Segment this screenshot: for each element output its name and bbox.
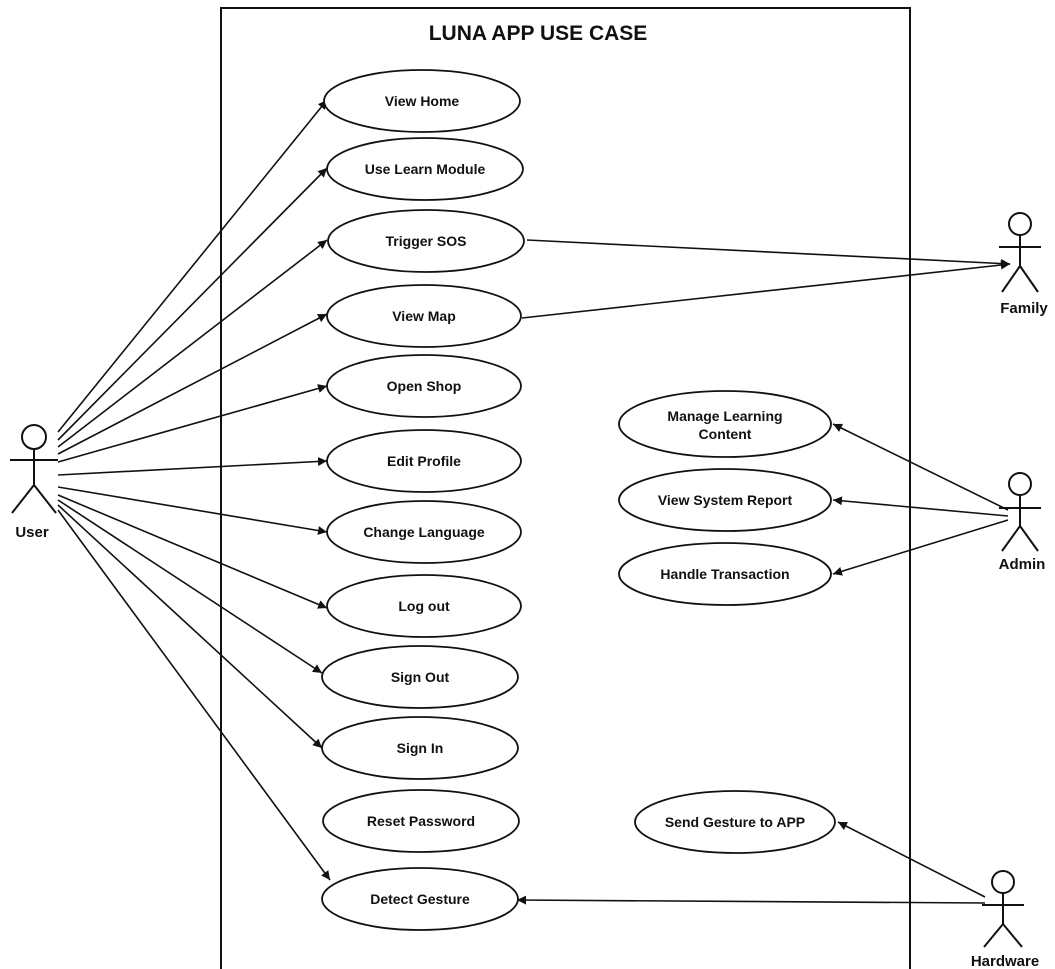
link-user-trigger-sos [57,239,328,448]
use-case-label: Change Language [363,524,485,540]
system-boundary [220,7,911,969]
use-case-trigger-sos[interactable]: Trigger SOS [327,209,525,273]
use-case-label-line2: Content [699,426,752,442]
link-user-edit-profile [57,456,328,476]
use-case-label: View Home [385,93,460,109]
use-case-send-gesture-to-app[interactable]: Send Gesture to APP [634,790,836,854]
use-case-use-learn-module[interactable]: Use Learn Module [326,137,524,201]
user-associations [57,99,331,881]
use-case-label: Log out [398,598,450,614]
link-map-family [521,260,1011,319]
link-user-view-home [57,99,328,433]
use-case-log-out[interactable]: Log out [326,574,522,638]
use-case-open-shop[interactable]: Open Shop [326,354,522,418]
link-user-view-map [57,313,328,455]
use-case-label: Detect Gesture [370,891,470,907]
link-user-open-shop [57,384,328,463]
actor-label: User [15,524,49,541]
use-case-label: View System Report [658,492,793,508]
link-user-change-language [57,486,328,535]
use-case-label: Sign In [397,740,444,756]
link-admin-handle-transaction [832,519,1009,576]
actor-label: Family [1000,300,1048,317]
link-hardware-detect-gesture [516,895,986,905]
actor-family[interactable]: Family [999,212,1048,317]
use-case-label: Use Learn Module [365,161,486,177]
use-case-reset-password[interactable]: Reset Password [322,789,520,853]
actor-label: Hardware [971,953,1039,969]
actor-hardware[interactable]: Hardware [971,870,1039,969]
link-admin-manage-learning [832,423,1009,511]
use-case-label: Handle Transaction [660,566,789,582]
link-user-sign-in [57,504,323,749]
use-case-label: Edit Profile [387,453,461,469]
admin-associations [832,423,1009,576]
link-hardware-send-gesture [837,821,986,898]
use-case-sign-out[interactable]: Sign Out [321,645,519,709]
use-case-label-line1: Manage Learning [667,408,782,424]
actor-admin[interactable]: Admin [999,472,1046,573]
use-case-view-map[interactable]: View Map [326,284,522,348]
use-case-detect-gesture[interactable]: Detect Gesture [321,867,519,931]
use-case-manage-learning-content[interactable]: Manage Learning Content [618,390,832,458]
link-user-use-learn-module [57,167,328,441]
link-user-sign-out [57,499,323,674]
family-associations [521,239,1011,319]
actor-user[interactable]: User [10,424,58,541]
diagram-title: LUNA APP USE CASE [429,22,648,45]
use-case-view-home[interactable]: View Home [323,69,521,133]
actor-label: Admin [999,556,1046,573]
link-sos-family [526,239,1011,269]
link-admin-view-report [832,496,1009,517]
use-case-label: Sign Out [391,669,450,685]
hardware-associations [516,821,986,905]
link-user-log-out [57,494,328,609]
use-case-label: Reset Password [367,813,475,829]
use-case-view-system-report[interactable]: View System Report [618,468,832,532]
use-case-change-language[interactable]: Change Language [326,500,522,564]
use-case-label: Send Gesture to APP [665,814,805,830]
link-user-detect-gesture [57,509,331,881]
use-case-edit-profile[interactable]: Edit Profile [326,429,522,493]
use-case-label: Open Shop [387,378,462,394]
use-case-label: Trigger SOS [386,233,467,249]
use-case-handle-transaction[interactable]: Handle Transaction [618,542,832,606]
use-case-label: View Map [392,308,456,324]
use-case-sign-in[interactable]: Sign In [321,716,519,780]
